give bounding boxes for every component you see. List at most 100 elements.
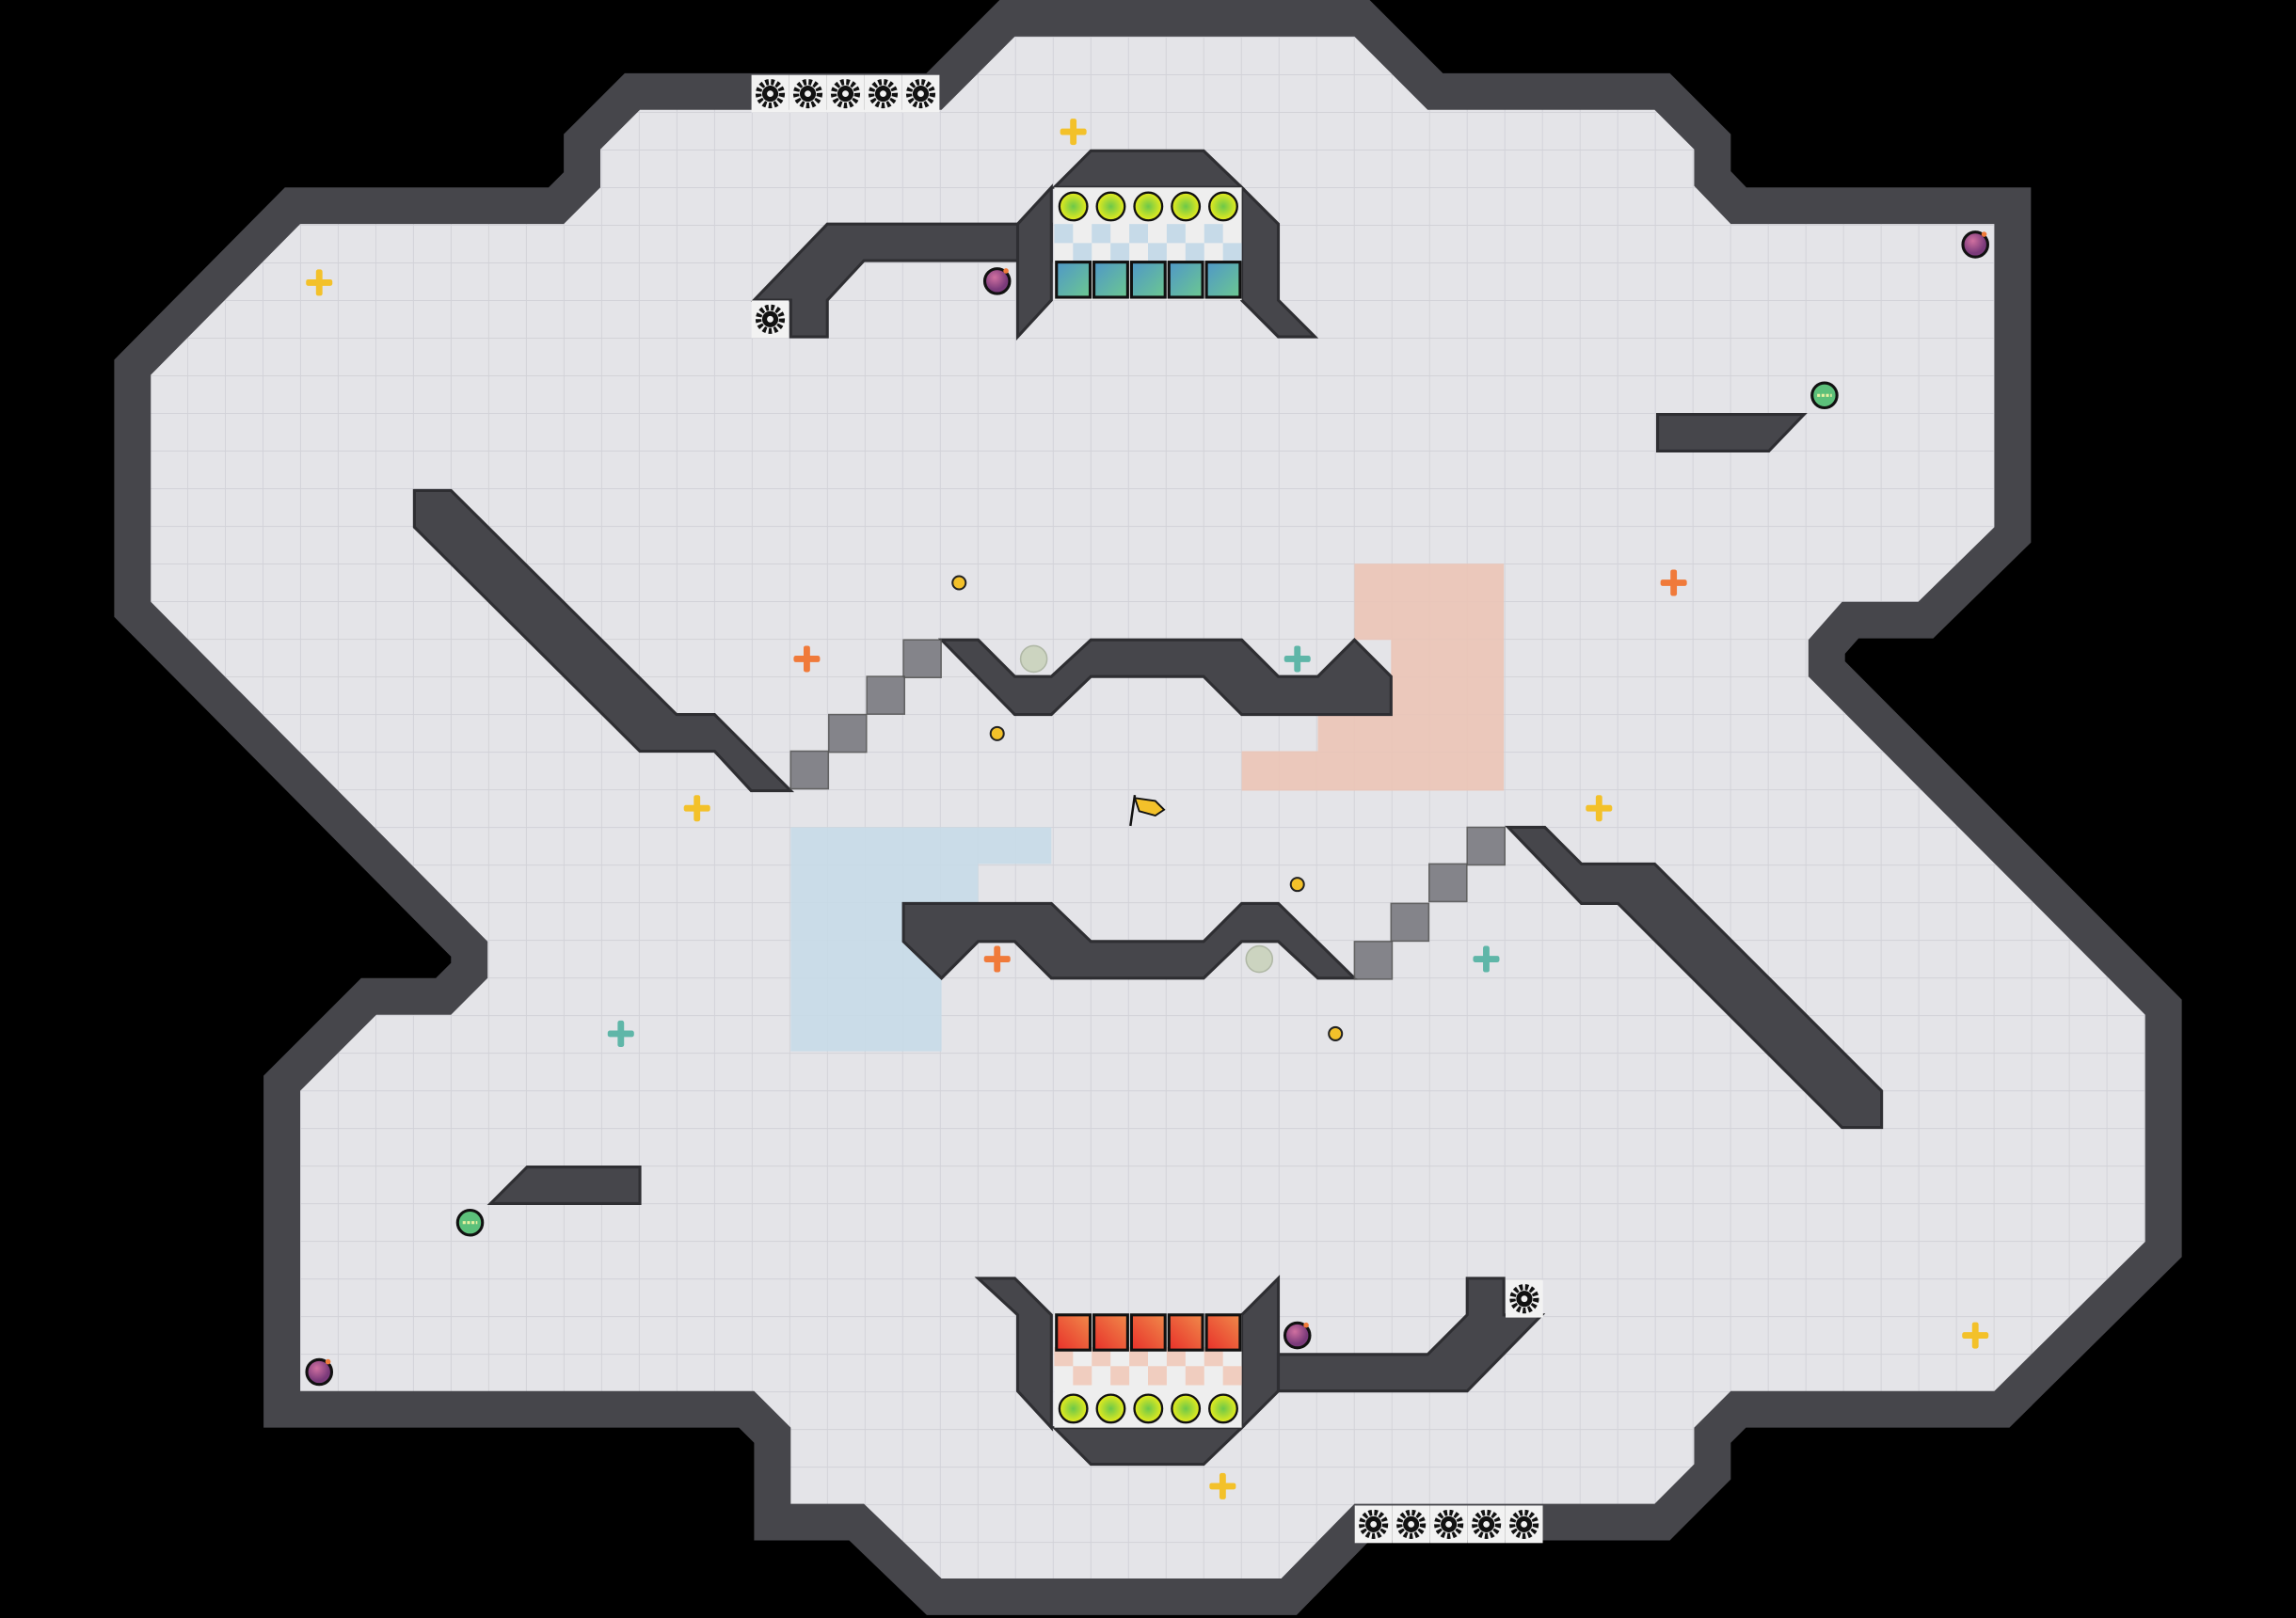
checker-cell [1073,243,1092,262]
gear-hole [767,315,773,323]
wall-block [750,222,1053,339]
gear-hole [1521,1520,1528,1528]
gear-hole [880,90,886,98]
locked-door-red [1092,1313,1129,1352]
gear-hole [842,90,849,98]
gear-teeth [1359,1509,1389,1539]
orange-cross-icon [793,645,821,673]
checker-cell [1054,224,1074,244]
wall-block [1505,825,1884,1130]
locked-door-blue [1167,261,1204,299]
switch-icon [1095,1393,1126,1424]
mine-icon [305,1357,334,1387]
spawn-flag-icon [1129,795,1166,827]
teal-cross-icon [1473,945,1500,973]
gold-pellet-icon [989,725,1005,741]
locked-door-red [1167,1313,1204,1352]
gear-hole [917,90,924,98]
checker-cell [1092,224,1111,244]
teal-cross-icon [607,1020,634,1047]
checker-cell [1204,1347,1223,1367]
gear-icon [751,74,789,113]
wall-block [1276,1277,1546,1393]
gear-hole [1408,1520,1415,1528]
checker-cell [1204,224,1223,244]
gear-teeth [1434,1509,1464,1539]
salmon-zone [1241,563,1505,791]
gold-pellet-icon [1328,1025,1344,1041]
gear-teeth [792,79,823,109]
mine-fuse [325,1358,331,1365]
switch-icon [1058,1393,1089,1424]
checker-cell [1092,1347,1111,1367]
teal-cross-icon [1284,645,1311,673]
cross-bar [315,269,323,296]
flag-pole [1129,795,1137,827]
gold-pellet-icon [951,575,967,591]
mine-icon [1961,230,1989,259]
gold-cross-icon [1586,795,1613,822]
gear-teeth [1472,1509,1502,1539]
gear-teeth [1396,1509,1427,1539]
checker-cell [1148,243,1167,262]
wall-block [1655,412,1808,452]
cross-bar [1971,1322,1979,1349]
switch-icon [1058,191,1089,222]
bounce-block-icon [1019,644,1048,674]
cross-bar [1483,945,1490,973]
gear-hole [1370,1520,1378,1528]
checker-cell [1166,1347,1186,1367]
locked-door-blue [1204,261,1242,299]
cross-bar [994,945,1001,973]
mine-fuse [1003,268,1009,274]
gear-hole [1445,1520,1453,1528]
locked-door-red [1204,1313,1242,1352]
switch-icon [1171,191,1202,222]
checker-cell [1110,243,1130,262]
gear-icon [1505,1505,1543,1544]
switch-icon [1133,191,1164,222]
checker-cell [1129,1347,1148,1367]
gear-icon [1354,1505,1393,1544]
mesh-block [1427,863,1468,903]
gold-cross-icon [1060,119,1087,146]
gear-teeth [1509,1284,1539,1314]
switch-icon [1133,1393,1164,1424]
wall-block [974,1277,1053,1432]
gear-icon [789,74,827,113]
checker-cell [1129,224,1148,244]
mesh-block [1390,902,1430,943]
gear-icon [1392,1505,1430,1544]
gear-icon [1467,1505,1506,1544]
mesh-block [1353,941,1394,980]
checker-cell [1166,224,1186,244]
mesh-block [1466,826,1507,866]
inner-walls [412,149,1884,1467]
checker-cell [1185,1366,1204,1386]
gear-icon [826,74,865,113]
orange-cross-icon [1660,569,1687,596]
entities [305,74,1989,1544]
cross-bar [617,1020,625,1047]
gold-cross-icon [1209,1472,1236,1499]
cross-bar [804,645,810,673]
cross-bar [1219,1472,1226,1499]
switch-icon [1208,191,1238,222]
gear-teeth [755,79,786,109]
mesh-block [866,675,905,715]
gear-icon [1506,1279,1543,1318]
gear-icon [1429,1505,1468,1544]
wall-block [486,1166,642,1206]
flag-cloth [1133,797,1166,817]
checker-cell [1222,243,1242,262]
wall-block [901,901,1359,980]
cross-bar [1294,645,1301,673]
checker-cell [1185,243,1204,262]
locked-door-blue [1055,261,1092,299]
cross-bar [1670,569,1678,596]
gear-icon [901,74,940,113]
cross-bar [1595,795,1602,822]
cross-bar [1070,119,1077,146]
switch-icon [1208,1393,1238,1424]
